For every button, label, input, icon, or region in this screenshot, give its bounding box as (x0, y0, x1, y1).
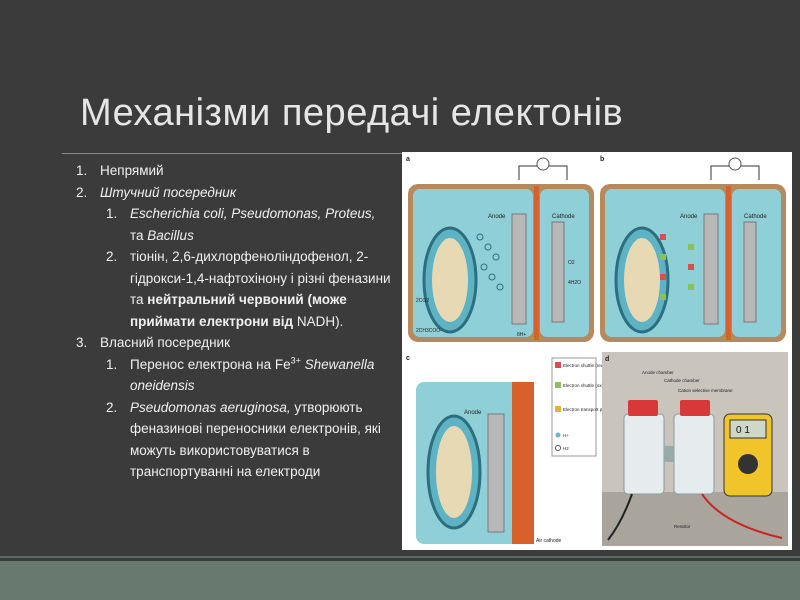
photo-label: Cathode chamber (664, 378, 700, 383)
legend-swatch (555, 445, 561, 451)
panel-c: c Anode Air cathode Electron shuttle (re… (406, 355, 617, 544)
legend-item: Electron transport proteins (563, 407, 617, 412)
wire (607, 493, 633, 541)
photo-label: Anode chamber (642, 370, 674, 375)
electron-shuttle-reduced (660, 234, 666, 240)
electron-shuttle-oxidized (660, 254, 666, 260)
anode-electrode (487, 413, 505, 533)
multimeter-reading: 0 1 (736, 425, 750, 436)
multimeter-display (729, 419, 767, 439)
electron-shuttle-oxidized (688, 244, 694, 250)
photo-table (602, 492, 788, 546)
selective-membrane (512, 382, 534, 544)
legend-swatch (555, 362, 561, 368)
photo-label: Resistor (674, 524, 691, 529)
anode-bottle (623, 413, 665, 495)
cell-interior (436, 426, 472, 518)
legend-swatch (555, 382, 561, 388)
lightbulb-icon (728, 157, 742, 171)
mfc-figure: a Anode Cathode O2 4H2O (402, 152, 792, 550)
panel-c-label: c (406, 355, 410, 362)
panel-a: a Anode Cathode O2 4H2O (406, 156, 594, 342)
legend-swatch (555, 406, 561, 412)
shuttle-molecule (480, 263, 488, 271)
list-item: 2. Штучний посередник (76, 184, 237, 200)
sub-list-item: 2. Pseudomonas aeruginosa, утворюють фен… (106, 399, 381, 480)
panel-d-label: d (605, 356, 609, 363)
photo-label: Cation selective membrane (678, 388, 733, 393)
proton-label: 8H+ (517, 332, 526, 338)
electron-shuttle-oxidized (688, 284, 694, 290)
co2-label: 2CO2 (416, 298, 429, 304)
selective-membrane (726, 186, 731, 340)
lightbulb-icon (536, 157, 550, 171)
legend-item: Electron shuttle (oxidized) (563, 383, 615, 388)
shuttle-molecule (484, 243, 492, 251)
membrane-clamp (664, 446, 674, 462)
cathode-label: Cathode (744, 214, 767, 220)
list-item: 3. Власний посередник (76, 335, 231, 350)
shuttle-molecule (488, 273, 496, 281)
selective-membrane (534, 186, 539, 340)
bottle-cap (680, 400, 710, 416)
sub-list-item: 2. тіонін, 2,6-дихлорфеноліндофенол, 2-г… (106, 249, 391, 329)
acetate-label: 2CH3COO- (416, 328, 442, 334)
cathode-electrode (551, 221, 565, 323)
legend-item: H+ (563, 433, 569, 438)
footer-band (0, 561, 800, 600)
bottle-cap (628, 400, 658, 416)
shuttle-molecule (492, 253, 500, 261)
cell-interior (624, 238, 660, 322)
panel-b-label: b (600, 156, 604, 163)
anode-label: Anode (464, 410, 482, 416)
electron-shuttle-reduced (660, 274, 666, 280)
o2-label: O2 (568, 260, 575, 266)
cathode-electrode (743, 221, 757, 323)
electron-shuttle-oxidized (660, 294, 666, 300)
legend-item: Electron shuttle (reduced) (563, 363, 615, 368)
anode-electrode (703, 213, 719, 325)
multimeter-dial (738, 454, 758, 474)
shuttle-molecule (496, 283, 504, 291)
cathode-label: Cathode (552, 214, 575, 220)
cathode-bottle (673, 413, 715, 495)
cell-interior (432, 238, 468, 322)
sub-list-item: 1. Перенос електрона на Fe3+ Shewanella … (106, 355, 375, 394)
anode-label: Anode (488, 214, 506, 220)
footer-divider (0, 556, 800, 558)
water-label: 4H2O (568, 280, 581, 286)
anode-electrode (511, 213, 527, 325)
panel-b: b Anode Cathode (600, 156, 786, 342)
bullet-list: 1. Непрямий 2. Штучний посередник 1. Esc… (62, 160, 392, 483)
list-item: 1. Непрямий (76, 163, 164, 178)
sub-list-item: 1. Escherichia coli, Pseudomonas, Proteu… (106, 206, 376, 243)
shuttle-molecule (476, 233, 484, 241)
electron-shuttle-reduced (688, 264, 694, 270)
title-divider (62, 153, 402, 154)
legend-swatch (555, 432, 561, 438)
legend-item: H2 (563, 446, 569, 451)
panel-d: d 0 1 Anode chamber Cathode chamber Cati… (602, 352, 788, 546)
mfc-diagram: a Anode Cathode O2 4H2O (406, 156, 788, 546)
anode-label: Anode (680, 214, 698, 220)
panel-a-label: a (406, 156, 410, 163)
wire (701, 493, 783, 539)
slide-title: Механізми передачі електонів (80, 92, 624, 134)
air-cathode-label: Air cathode (536, 538, 562, 544)
